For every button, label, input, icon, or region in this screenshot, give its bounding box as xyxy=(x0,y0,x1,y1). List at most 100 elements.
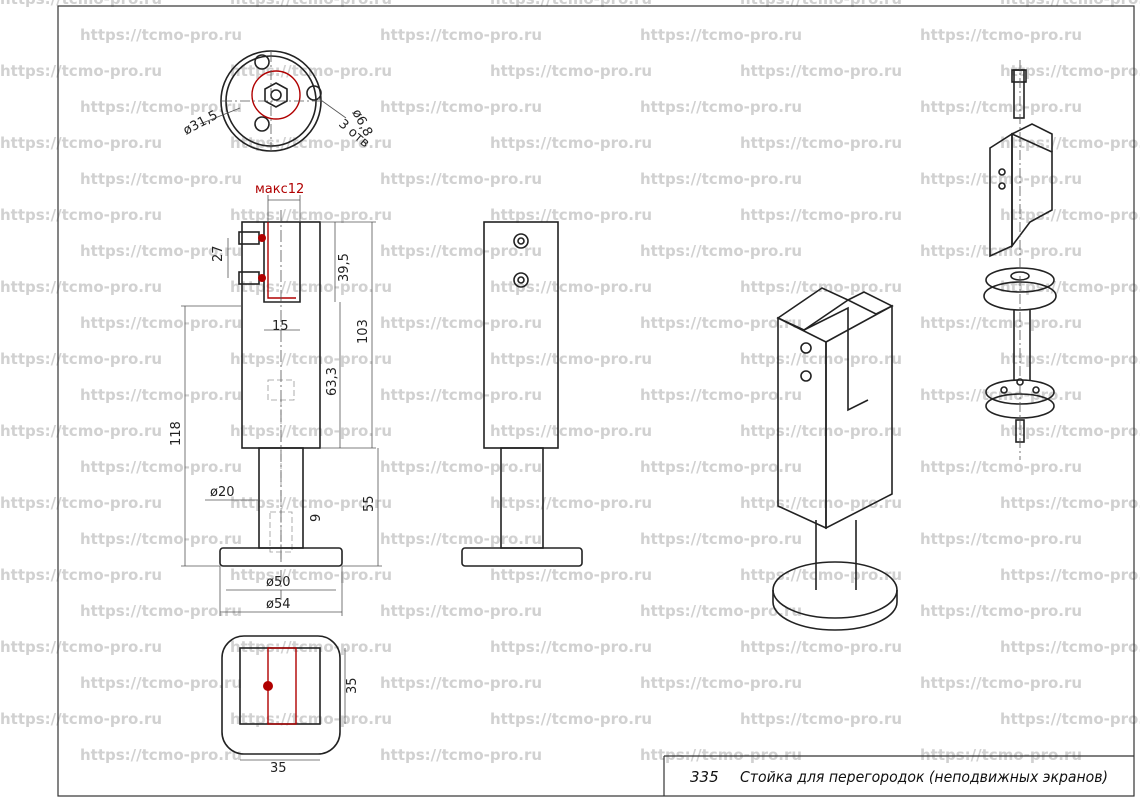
watermark-text: https://tcmo-pro.ru xyxy=(920,530,1082,548)
dim-55: 55 xyxy=(362,495,377,512)
watermark-text: https://tcmo-pro.ru xyxy=(1000,638,1140,656)
watermark-text: https://tcmo-pro.ru xyxy=(0,422,162,440)
watermark-text: https://tcmo-pro.ru xyxy=(490,0,652,8)
watermark-text: https://tcmo-pro.ru xyxy=(740,638,902,656)
watermark-text: https://tcmo-pro.ru xyxy=(380,602,542,620)
watermark-text: https://tcmo-pro.ru xyxy=(80,242,242,260)
front-view: макс12 27 39,5 15 103 63,3 118 ø20 9 55 … xyxy=(169,182,382,616)
watermark-text: https://tcmo-pro.ru xyxy=(230,566,392,584)
watermark-text: https://tcmo-pro.ru xyxy=(640,98,802,116)
watermark-text: https://tcmo-pro.ru xyxy=(230,0,392,8)
watermark-text: https://tcmo-pro.ru xyxy=(1000,206,1140,224)
dim-15: 15 xyxy=(272,319,289,334)
watermark-text: https://tcmo-pro.ru xyxy=(640,746,802,764)
watermark-text: https://tcmo-pro.ru xyxy=(1000,350,1140,368)
watermark-text: https://tcmo-pro.ru xyxy=(490,710,652,728)
watermark-text: https://tcmo-pro.ru xyxy=(380,242,542,260)
dim-35-horizontal: 35 xyxy=(270,761,287,776)
watermark-text: https://tcmo-pro.ru xyxy=(640,314,802,332)
watermark-text: https://tcmo-pro.ru xyxy=(380,386,542,404)
watermark-text: https://tcmo-pro.ru xyxy=(740,206,902,224)
watermark-text: https://tcmo-pro.ru xyxy=(740,422,902,440)
watermark-text: https://tcmo-pro.ru xyxy=(640,170,802,188)
watermark-text: https://tcmo-pro.ru xyxy=(80,602,242,620)
dim-27: 27 xyxy=(211,245,226,262)
watermark-text: https://tcmo-pro.ru xyxy=(490,62,652,80)
watermark-text: https://tcmo-pro.ru xyxy=(920,386,1082,404)
watermark-text: https://tcmo-pro.ru xyxy=(740,494,902,512)
watermark-text: https://tcmo-pro.ru xyxy=(80,674,242,692)
watermark-text: https://tcmo-pro.ru xyxy=(920,602,1082,620)
dim-63-3: 63,3 xyxy=(325,367,340,396)
watermark-text: https://tcmo-pro.ru xyxy=(380,746,542,764)
side-view xyxy=(461,221,583,567)
watermark-text: https://tcmo-pro.ru xyxy=(1000,494,1140,512)
dim-20: ø20 xyxy=(210,485,235,500)
dim-35-vertical: 35 xyxy=(345,677,360,694)
watermark-text: https://tcmo-pro.ru xyxy=(0,206,162,224)
watermark-text: https://tcmo-pro.ru xyxy=(80,314,242,332)
watermark-text: https://tcmo-pro.ru xyxy=(490,206,652,224)
watermark-text: https://tcmo-pro.ru xyxy=(1000,422,1140,440)
dim-50: ø50 xyxy=(266,575,291,590)
watermark-text: https://tcmo-pro.ru xyxy=(1000,62,1140,80)
watermark-text: https://tcmo-pro.ru xyxy=(0,134,162,152)
watermark-text: https://tcmo-pro.ru xyxy=(380,98,542,116)
watermark-text: https://tcmo-pro.ru xyxy=(380,530,542,548)
watermark-text: https://tcmo-pro.ru xyxy=(80,386,242,404)
watermark-text: https://tcmo-pro.ru xyxy=(490,566,652,584)
watermark-text: https://tcmo-pro.ru xyxy=(920,458,1082,476)
watermark-text: https://tcmo-pro.ru xyxy=(490,134,652,152)
dim-9: 9 xyxy=(309,514,324,522)
watermark-text: https://tcmo-pro.ru xyxy=(920,98,1082,116)
watermark-text: https://tcmo-pro.ru xyxy=(380,458,542,476)
watermark-text: https://tcmo-pro.ru xyxy=(490,494,652,512)
exploded-view xyxy=(983,60,1057,460)
watermark-text: https://tcmo-pro.ru xyxy=(1000,0,1140,8)
watermark-text: https://tcmo-pro.ru xyxy=(740,278,902,296)
watermark-text: https://tcmo-pro.ru xyxy=(1000,710,1140,728)
dim-103: 103 xyxy=(356,319,371,344)
watermark-layer: https://tcmo-pro.ru https://tcmo-pro.ru ht… xyxy=(0,0,1140,764)
watermark-text: https://tcmo-pro.ru xyxy=(0,0,162,8)
watermark-text: https://tcmo-pro.ru xyxy=(490,350,652,368)
watermark-text: https://tcmo-pro.ru xyxy=(740,0,902,8)
watermark-text: https://tcmo-pro.ru xyxy=(0,350,162,368)
watermark-text: https://tcmo-pro.ru xyxy=(740,566,902,584)
watermark-text: https://tcmo-pro.ru xyxy=(380,26,542,44)
watermark-text: https://tcmo-pro.ru xyxy=(230,422,392,440)
watermark-text: https://tcmo-pro.ru xyxy=(920,170,1082,188)
watermark-text: https://tcmo-pro.ru xyxy=(0,566,162,584)
watermark-text: https://tcmo-pro.ru xyxy=(640,386,802,404)
watermark-text: https://tcmo-pro.ru xyxy=(380,314,542,332)
watermark-text: https://tcmo-pro.ru xyxy=(490,422,652,440)
bottom-view: 35 35 xyxy=(221,635,360,776)
watermark-text: https://tcmo-pro.ru xyxy=(0,62,162,80)
watermark-text: https://tcmo-pro.ru xyxy=(0,710,162,728)
watermark-text: https://tcmo-pro.ru xyxy=(230,494,392,512)
watermark-text: https://tcmo-pro.ru xyxy=(640,530,802,548)
drawing-title: Стойка для перегородок (неподвижных экра… xyxy=(740,768,1108,786)
drawing-frame xyxy=(57,5,1135,797)
watermark-text: https://tcmo-pro.ru xyxy=(80,458,242,476)
watermark-text: https://tcmo-pro.ru xyxy=(380,170,542,188)
watermark-text: https://tcmo-pro.ru xyxy=(740,134,902,152)
watermark-text: https://tcmo-pro.ru xyxy=(230,206,392,224)
watermark-text: https://tcmo-pro.ru xyxy=(640,458,802,476)
watermark-text: https://tcmo-pro.ru xyxy=(80,26,242,44)
watermark-text: https://tcmo-pro.ru xyxy=(230,710,392,728)
watermark-text: https://tcmo-pro.ru xyxy=(80,98,242,116)
dim-39-5: 39,5 xyxy=(337,253,352,282)
watermark-text: https://tcmo-pro.ru xyxy=(380,674,542,692)
dim-max-glass: макс12 xyxy=(255,182,304,197)
dim-54: ø54 xyxy=(266,597,291,612)
watermark-text: https://tcmo-pro.ru xyxy=(0,494,162,512)
drawing-number: 335 xyxy=(690,768,719,786)
isometric-view xyxy=(772,287,898,631)
watermark-text: https://tcmo-pro.ru xyxy=(490,278,652,296)
watermark-text: https://tcmo-pro.ru xyxy=(740,62,902,80)
watermark-text: https://tcmo-pro.ru xyxy=(80,746,242,764)
watermark-text: https://tcmo-pro.ru xyxy=(1000,566,1140,584)
watermark-text: https://tcmo-pro.ru xyxy=(230,134,392,152)
